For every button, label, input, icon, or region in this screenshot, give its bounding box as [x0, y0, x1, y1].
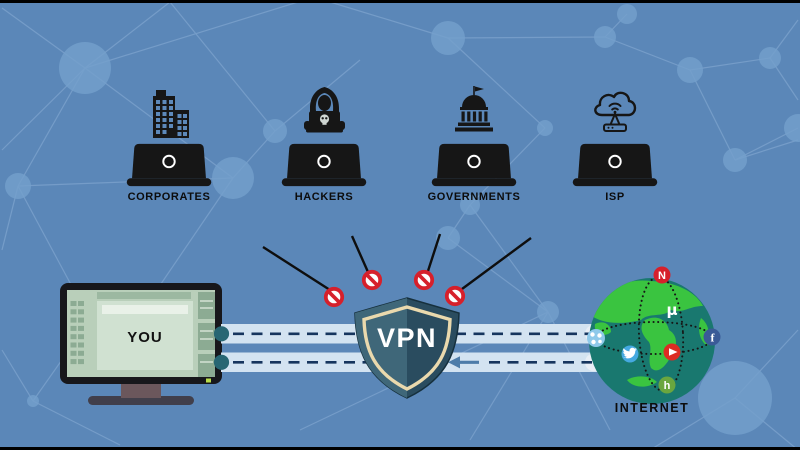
building-icon [152, 90, 189, 138]
user-computer [60, 283, 222, 405]
youtube-icon [663, 343, 681, 361]
laptop-icon [431, 143, 517, 187]
facebook-icon: f [703, 328, 721, 346]
ball-icon [587, 329, 605, 347]
letterbox-bottom [0, 447, 800, 450]
no-entry-icon [323, 286, 345, 308]
laptop-icon [281, 143, 367, 187]
screen-left-toolbar [70, 301, 84, 365]
cloud-router-icon [593, 91, 636, 132]
entity-label-hackers: HACKERS [294, 191, 354, 203]
laptop-icon [126, 143, 212, 187]
hulu-icon: h [658, 376, 676, 394]
twitter-icon [621, 345, 639, 363]
svg-text:N: N [658, 270, 666, 282]
svg-text:f: f [711, 331, 716, 345]
letterbox-top [0, 0, 800, 3]
entity-label-governments: GOVERNMENTS [427, 191, 521, 203]
vpn-shield [354, 297, 460, 399]
entity-governments: GOVERNMENTS [414, 84, 534, 203]
monitor-base [88, 396, 194, 405]
monitor-stand [121, 380, 161, 398]
vpn-label: VPN [376, 323, 438, 353]
utorrent-icon: μ [666, 301, 677, 319]
spy-lines [262, 233, 532, 292]
netflix-icon: N [653, 266, 671, 284]
no-entry-icon [413, 269, 435, 291]
entity-isp: ISP [555, 84, 675, 203]
entity-label-isp: ISP [605, 191, 625, 203]
screen-right-panel [198, 292, 215, 377]
svg-text:h: h [664, 380, 671, 392]
internet-globe: N μ f h [587, 266, 721, 404]
no-entry-icon [361, 269, 383, 291]
hacker-icon [303, 87, 345, 133]
government-building-icon [454, 86, 493, 132]
entity-corporates: CORPORATES [109, 84, 229, 203]
you-label: YOU [127, 329, 163, 346]
entity-label-corporates: CORPORATES [127, 191, 211, 203]
entity-hackers: HACKERS [264, 84, 384, 203]
internet-label: INTERNET [614, 401, 690, 415]
laptop-icon [572, 143, 658, 187]
power-led [206, 378, 211, 383]
